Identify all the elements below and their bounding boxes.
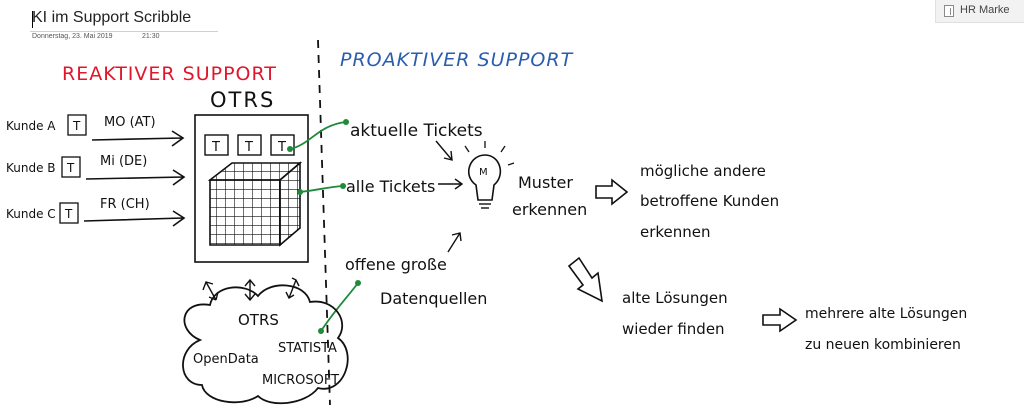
hollow-arrow-right-1 [595, 178, 629, 206]
cloud-otrs: OTRS [238, 311, 279, 329]
channel-b-label: Mi (DE) [100, 154, 147, 169]
page-title[interactable]: KI im Support Scribble [32, 9, 192, 26]
proactive-heading: PROAKTIVER SUPPORT [340, 49, 574, 71]
link-dot-sources-end [355, 280, 361, 286]
affected-line3: erkennen [640, 223, 711, 241]
customer-c-label: Kunde C [6, 207, 56, 221]
double-arrow-right [285, 277, 300, 299]
link-dot-old [297, 189, 303, 195]
otrs-label: OTRS [210, 88, 275, 112]
tab-label: HR Marke [960, 4, 1010, 16]
link-dot-current-end [343, 119, 349, 125]
double-arrow-left [202, 281, 219, 301]
customer-a-ticket-t: T [72, 119, 81, 133]
page-date: Donnerstag, 23. Mai 2019 [32, 33, 113, 40]
arrow-channel-a [91, 130, 185, 147]
text-cursor [32, 11, 33, 28]
cloud-opendata: OpenData [193, 352, 259, 367]
bulb-glyph: M [479, 167, 488, 178]
customer-b-ticket-t: T [66, 161, 75, 175]
customer-b-label: Kunde B [6, 161, 56, 175]
arrow-to-bulb-bottom [447, 232, 462, 253]
arrow-to-bulb-mid [438, 178, 464, 190]
hollow-arrow-down [567, 256, 604, 303]
lightbulb-icon [464, 141, 515, 209]
customer-a-label: Kunde A [6, 119, 56, 133]
database-cube-icon [207, 161, 303, 247]
page-time: 21:30 [142, 33, 160, 40]
affected-line1: mögliche andere [640, 162, 766, 180]
patterns-line1: Muster [518, 173, 573, 192]
title-underline [30, 31, 218, 32]
link-dot-current [287, 146, 293, 152]
current-tickets-label: aktuelle Tickets [350, 121, 483, 141]
hollow-arrow-right-2 [762, 307, 798, 333]
solutions-line2: wieder finden [622, 320, 725, 338]
customer-b-ticket [61, 156, 81, 178]
link-current-tickets [289, 121, 347, 150]
otrs-ticket-3 [270, 134, 295, 156]
link-dot-old-end [340, 183, 346, 189]
cloud-microsoft: MICROSOFT [262, 373, 339, 388]
combine-line1: mehrere alte Lösungen [805, 306, 967, 322]
link-dot-cloud [318, 328, 324, 334]
link-data-sources [320, 282, 359, 332]
open-sources-line2: Datenquellen [380, 289, 487, 308]
channel-c-label: FR (CH) [100, 197, 150, 212]
open-sources-line1: offene große [345, 255, 447, 274]
link-old-tickets [299, 185, 344, 193]
otrs-box [194, 114, 309, 263]
customer-a-ticket [67, 114, 87, 136]
patterns-line2: erkennen [512, 200, 587, 219]
otrs-ticket-1 [204, 134, 229, 156]
ticket-t-1: T [211, 140, 220, 155]
combine-line2: zu neuen kombinieren [805, 337, 961, 353]
data-sources-cloud-icon [182, 284, 349, 405]
page-icon [944, 5, 954, 17]
customer-c-ticket [59, 202, 79, 224]
customer-c-ticket-t: T [64, 207, 73, 221]
arrow-channel-c [83, 210, 186, 227]
ticket-t-3: T [277, 140, 286, 155]
old-tickets-label: alle Tickets [346, 177, 435, 196]
arrow-channel-b [85, 169, 186, 186]
solutions-line1: alte Lösungen [622, 289, 728, 307]
arrow-to-bulb-top [435, 140, 453, 161]
otrs-ticket-2 [237, 134, 262, 156]
section-divider [317, 39, 331, 406]
affected-line2: betroffene Kunden [640, 192, 779, 210]
channel-a-label: MO (AT) [104, 115, 156, 130]
tab-hr-marke[interactable]: HR Marke [935, 0, 1024, 23]
ticket-t-2: T [244, 140, 253, 155]
reactive-heading: REAKTIVER SUPPORT [62, 63, 277, 85]
cloud-statista: STATISTA [278, 341, 337, 356]
